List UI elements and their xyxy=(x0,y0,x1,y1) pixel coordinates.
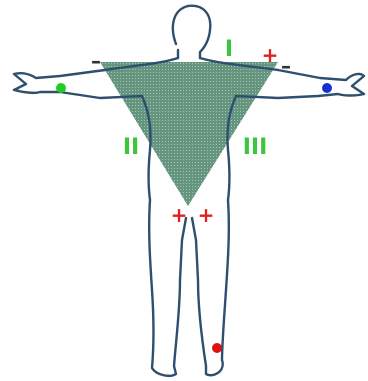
minus-sign-right-arm: – xyxy=(91,49,101,73)
minus-sign-left-arm: – xyxy=(281,54,291,78)
einthoven-triangle xyxy=(100,62,278,206)
plus-sign-leg-lead2: + xyxy=(171,203,188,227)
lead-label-2: II xyxy=(123,135,139,160)
plus-sign-leg-lead3: + xyxy=(198,203,215,227)
left-arm-electrode-dot xyxy=(322,83,332,93)
leg-electrode-dot xyxy=(212,343,222,353)
lead-label-1: I xyxy=(225,37,233,62)
lead-label-3: III xyxy=(243,135,268,160)
right-arm-electrode-dot xyxy=(56,83,66,93)
head-outline xyxy=(173,6,210,58)
plus-sign-left-arm: + xyxy=(262,43,279,67)
